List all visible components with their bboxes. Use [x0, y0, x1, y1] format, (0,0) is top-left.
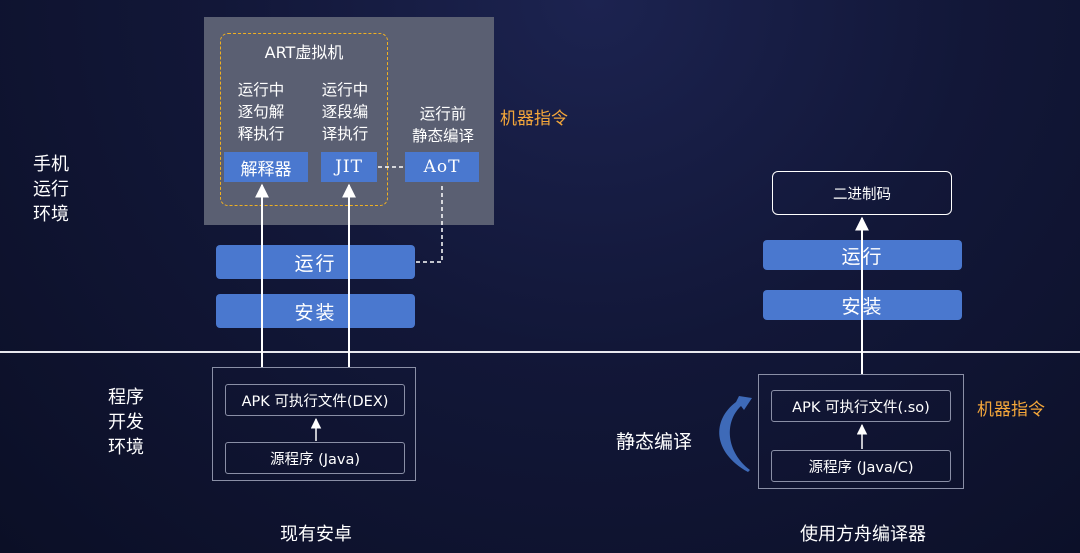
android-machine-code-label: 机器指令	[500, 109, 568, 129]
android-install-block: 安装	[216, 294, 415, 328]
ark-binary-block: 二进制码	[772, 171, 952, 215]
ark-apk-block: APK 可执行文件(.so)	[771, 390, 951, 422]
ark-dev-box	[758, 374, 964, 489]
aot-description: 运行前 静态编译	[411, 105, 474, 145]
android-run-block: 运行	[216, 245, 415, 279]
jit-description: 运行中 逐段编 译执行	[321, 81, 369, 143]
ark-machine-code-label: 机器指令	[977, 400, 1045, 420]
phone-env-label: 手机 运行 环境	[33, 154, 69, 225]
android-dev-box	[212, 367, 416, 481]
aot-block: AoT	[405, 152, 479, 182]
android-apk-block: APK 可执行文件(DEX)	[225, 384, 405, 416]
dev-env-label: 程序 开发 环境	[108, 387, 144, 458]
interpreter-block: 解释器	[224, 152, 308, 182]
ark-source-block: 源程序 (Java/C)	[771, 450, 951, 482]
android-caption: 现有安卓	[280, 524, 352, 545]
run-aot-dashed	[416, 183, 443, 263]
static-compile-curved-arrow-icon	[719, 396, 752, 472]
static-compile-label: 静态编译	[616, 431, 693, 453]
jit-block: JIT	[321, 152, 377, 182]
ark-caption: 使用方舟编译器	[800, 524, 926, 545]
art-vm-box	[220, 33, 388, 206]
environment-divider	[0, 351, 1080, 353]
art-title: ART虚拟机	[264, 43, 344, 62]
interpreter-description: 运行中 逐句解 释执行	[237, 81, 285, 143]
android-source-block: 源程序 (Java)	[225, 442, 405, 474]
